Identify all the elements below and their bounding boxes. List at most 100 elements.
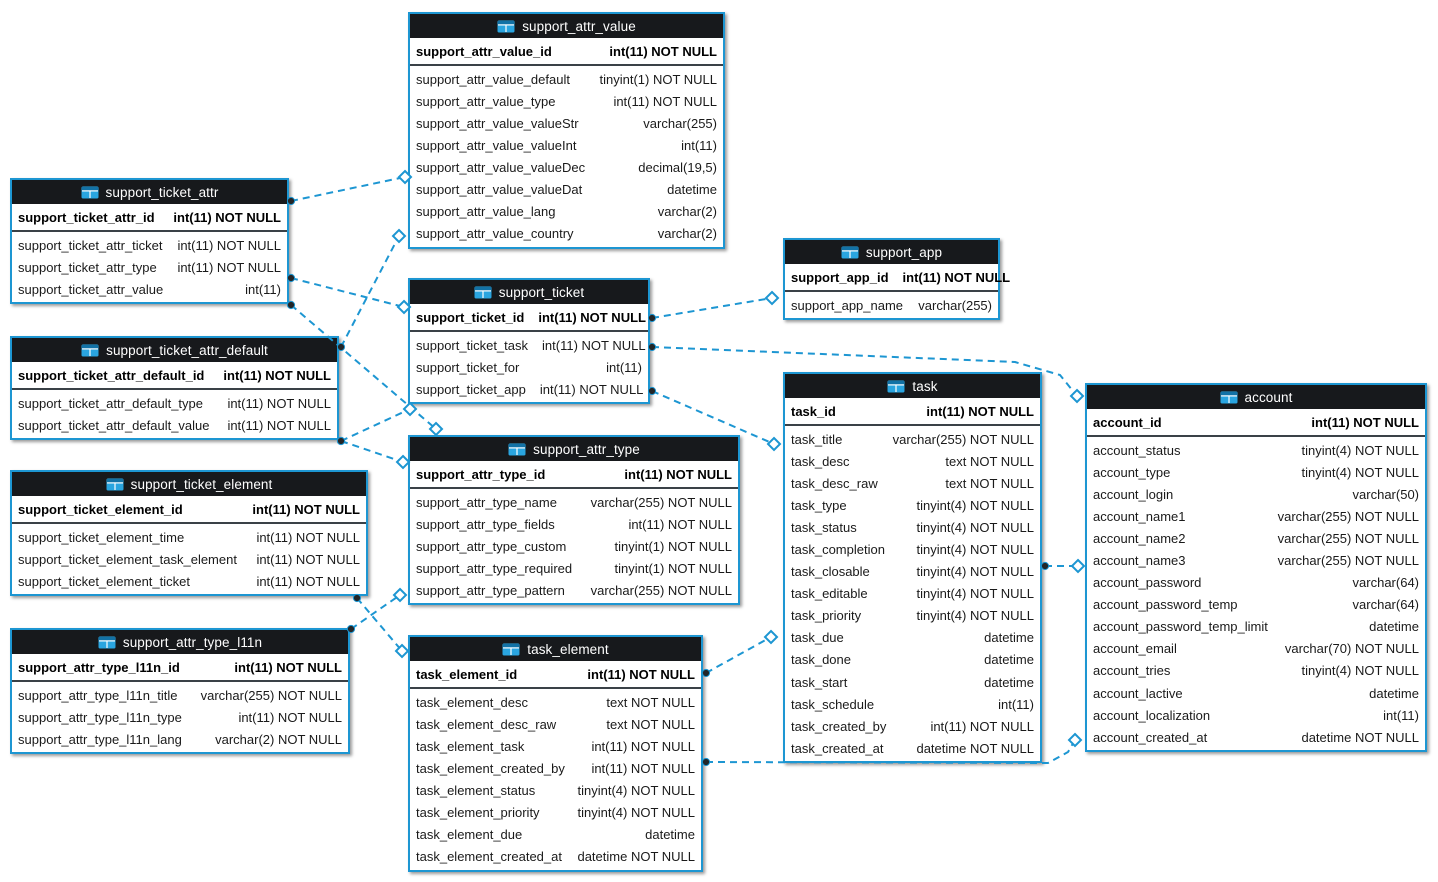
table-row: task_element_task int(11) NOT NULL (410, 735, 701, 757)
table-title: support_attr_value (522, 18, 636, 34)
table-header[interactable]: task_element (410, 637, 701, 661)
table-title: support_app (865, 244, 943, 260)
column-name: task_id (791, 403, 836, 419)
column-type: int(11) NOT NULL (173, 209, 281, 225)
column-name: support_attr_type_l11n_lang (18, 731, 182, 747)
column-name: support_attr_type_l11n_type (18, 709, 182, 725)
table-title: task (912, 378, 938, 394)
column-type: int(11) NOT NULL (591, 738, 695, 754)
column-type: int(11) (998, 696, 1034, 712)
table-header[interactable]: support_attr_type (410, 437, 738, 461)
table-icon (106, 478, 124, 491)
column-type: text NOT NULL (945, 475, 1034, 491)
table-support_ticket_attr_default[interactable]: support_ticket_attr_default support_ticke… (10, 336, 339, 441)
table-header[interactable]: support_ticket_attr (12, 180, 287, 204)
column-type: int(11) NOT NULL (539, 381, 644, 397)
column-type: text NOT NULL (606, 716, 695, 732)
table-support_ticket_element[interactable]: support_ticket_element support_ticket_ele… (10, 470, 368, 597)
column-type: int(11) NOT NULL (613, 93, 717, 109)
column-type: varchar(64) (1352, 575, 1419, 591)
column-name: support_ticket_element_task_element (18, 551, 237, 567)
column-type: int(11) (606, 359, 642, 375)
column-name: support_attr_type_fields (416, 516, 555, 532)
column-name: support_attr_type_l11n_id (18, 659, 180, 675)
table-icon (81, 186, 99, 199)
table-header[interactable]: support_attr_type_l11n (12, 630, 348, 654)
column-name: support_attr_value_country (416, 226, 574, 242)
column-type: tinyint(4) NOT NULL (916, 497, 1034, 513)
column-type: datetime NOT NULL (577, 849, 695, 865)
column-type: tinyint(1) NOT NULL (599, 71, 717, 87)
column-type: int(11) NOT NULL (256, 529, 360, 545)
column-type: decimal(19,5) (638, 159, 717, 175)
table-icon (841, 246, 859, 259)
table-header[interactable]: support_app (785, 240, 998, 264)
column-type: tinyint(4) NOT NULL (916, 519, 1034, 535)
column-type: datetime (984, 630, 1034, 646)
column-type: int(11) NOT NULL (223, 367, 331, 383)
table-header[interactable]: account (1087, 385, 1425, 409)
column-type: int(11) (681, 137, 717, 153)
column-name: support_attr_value_lang (416, 204, 556, 220)
column-type: text NOT NULL (606, 694, 695, 710)
column-name: task_done (791, 652, 851, 668)
column-name: task_completion (791, 542, 885, 558)
column-name: support_ticket_task (416, 337, 529, 353)
column-type: int(11) (245, 281, 281, 297)
table-header[interactable]: support_ticket_element (12, 472, 366, 496)
table-support_attr_type_l11n[interactable]: support_attr_type_l11n support_attr_type_… (10, 628, 350, 755)
column-type: varchar(255) NOT NULL (200, 687, 342, 703)
column-name: support_ticket_app (416, 381, 526, 397)
column-type: int(11) NOT NULL (256, 573, 360, 589)
column-type: varchar(70) NOT NULL (1284, 641, 1419, 657)
table-header[interactable]: support_ticket_attr_default (12, 338, 337, 362)
column-name: support_ticket_for (416, 359, 520, 375)
table-title: support_ticket_attr (105, 184, 219, 200)
table-header[interactable]: task (785, 374, 1040, 398)
column-name: account_type (1093, 464, 1171, 480)
table-header[interactable]: support_attr_value (410, 14, 723, 38)
column-list: support_attr_value_default tinyint(1) NOT… (410, 66, 723, 247)
column-name: support_attr_value_default (416, 71, 570, 87)
column-name: task_desc_raw (791, 475, 878, 491)
column-name: task_element_task (416, 738, 525, 754)
table-header[interactable]: support_ticket (410, 280, 648, 304)
column-type: tinyint(4) NOT NULL (916, 608, 1034, 624)
column-name: account_email (1093, 641, 1177, 657)
column-type: int(11) NOT NULL (587, 666, 695, 682)
